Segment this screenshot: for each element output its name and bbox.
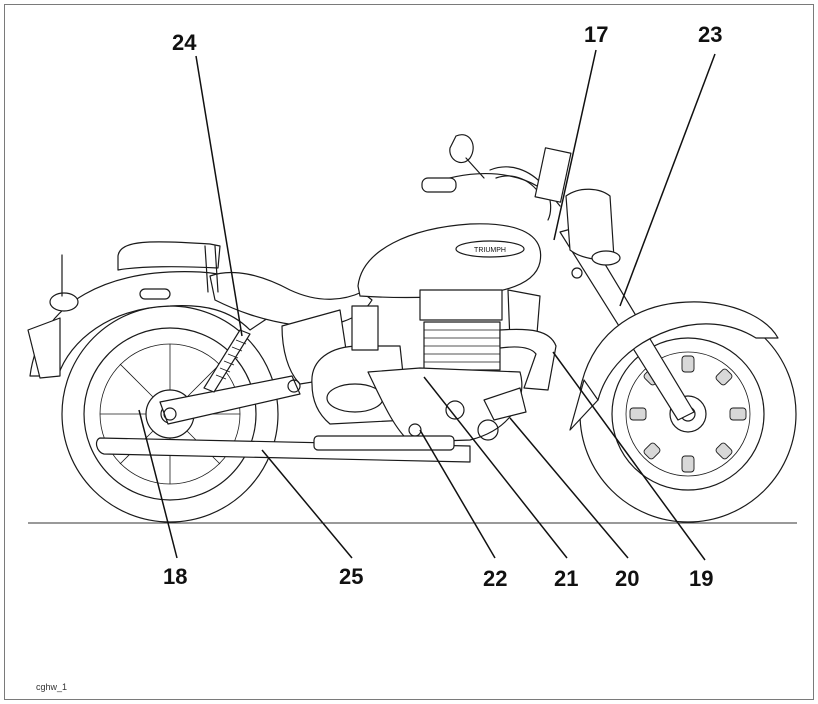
callout-25: 25: [339, 564, 363, 589]
carburettor: [351, 305, 379, 351]
callout-19: 19: [689, 566, 713, 591]
leader-lines: [138, 49, 716, 561]
leader-19: [552, 351, 706, 561]
leader-24: [195, 55, 243, 337]
callout-23: 23: [698, 22, 722, 47]
swingarm: [159, 375, 301, 425]
leader-23: [619, 53, 716, 307]
callout-18: 18: [163, 564, 187, 589]
passenger-seat: [117, 241, 221, 271]
callout-22: 22: [483, 566, 507, 591]
leader-18: [138, 409, 178, 559]
headlight: [565, 188, 615, 261]
rear-indicator: [139, 288, 171, 300]
front-mudguard-tip: [569, 379, 599, 431]
diagram-frame: [4, 4, 814, 700]
crankcase: [367, 367, 523, 443]
figure-code: cghw_1: [36, 682, 67, 692]
leader-25: [261, 449, 353, 559]
leader-21: [423, 376, 568, 559]
callout-24: 24: [172, 30, 197, 55]
foot-peg: [477, 419, 499, 441]
tank-badge: TRIUMPH: [455, 240, 525, 258]
front-indicator: [591, 250, 621, 266]
tail-light: [49, 292, 79, 312]
fuel-tank: [357, 223, 542, 298]
callout-20: 20: [615, 566, 639, 591]
exhaust-header: [499, 328, 557, 391]
hand-grip: [421, 177, 457, 193]
heat-shield: [313, 435, 455, 451]
callout-21: 21: [554, 566, 578, 591]
cylinder-head: [419, 289, 503, 321]
rear-shock: [203, 329, 251, 393]
callout-17: 17: [584, 22, 608, 47]
leader-20: [509, 417, 629, 559]
engine: [311, 289, 541, 443]
leader-22: [419, 429, 496, 559]
leader-17: [553, 49, 597, 241]
svg-text:TRIUMPH: TRIUMPH: [474, 247, 506, 254]
front-fender: [579, 301, 779, 401]
mirror: [449, 134, 474, 163]
